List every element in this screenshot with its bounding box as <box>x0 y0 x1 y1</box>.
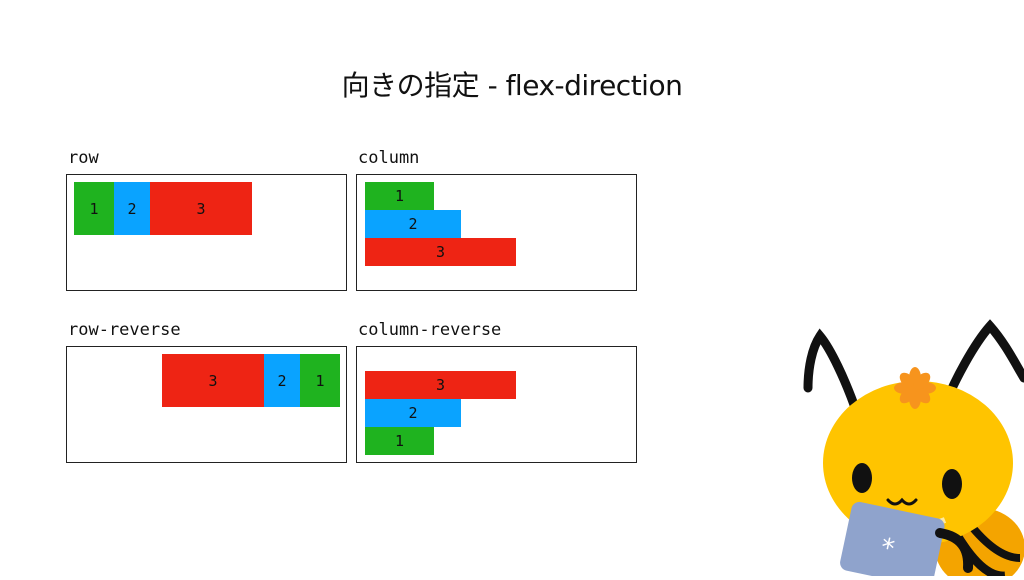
label-row: row <box>68 148 99 168</box>
label-column: column <box>358 148 420 168</box>
flex-item-3: 3 <box>150 182 252 235</box>
flex-item-2: 2 <box>365 399 461 427</box>
flex-container-column: 1 2 3 <box>365 182 516 266</box>
panel-column: 1 2 3 <box>356 174 637 291</box>
flex-item-1: 1 <box>300 354 340 407</box>
flex-item-3: 3 <box>162 354 264 407</box>
flex-item-3: 3 <box>365 371 516 399</box>
label-column-reverse: column-reverse <box>358 320 502 340</box>
bee-mascot-with-laptop-icon: * <box>790 318 1024 580</box>
flex-item-1: 1 <box>365 427 434 455</box>
panel-row: 1 2 3 <box>66 174 347 291</box>
flex-item-3: 3 <box>365 238 516 266</box>
svg-text:*: * <box>878 533 897 565</box>
slide-title: 向きの指定 - flex-direction <box>341 69 683 102</box>
flex-container-row-reverse: 1 2 3 <box>162 354 340 407</box>
flex-item-2: 2 <box>365 210 461 238</box>
flex-item-2: 2 <box>264 354 300 407</box>
flex-item-1: 1 <box>365 182 434 210</box>
flex-item-2: 2 <box>114 182 150 235</box>
flex-container-row: 1 2 3 <box>74 182 252 235</box>
flex-container-column-reverse: 1 2 3 <box>365 371 516 455</box>
panel-row-reverse: 1 2 3 <box>66 346 347 463</box>
panel-column-reverse: 1 2 3 <box>356 346 637 463</box>
label-row-reverse: row-reverse <box>68 320 181 340</box>
flex-item-1: 1 <box>74 182 114 235</box>
